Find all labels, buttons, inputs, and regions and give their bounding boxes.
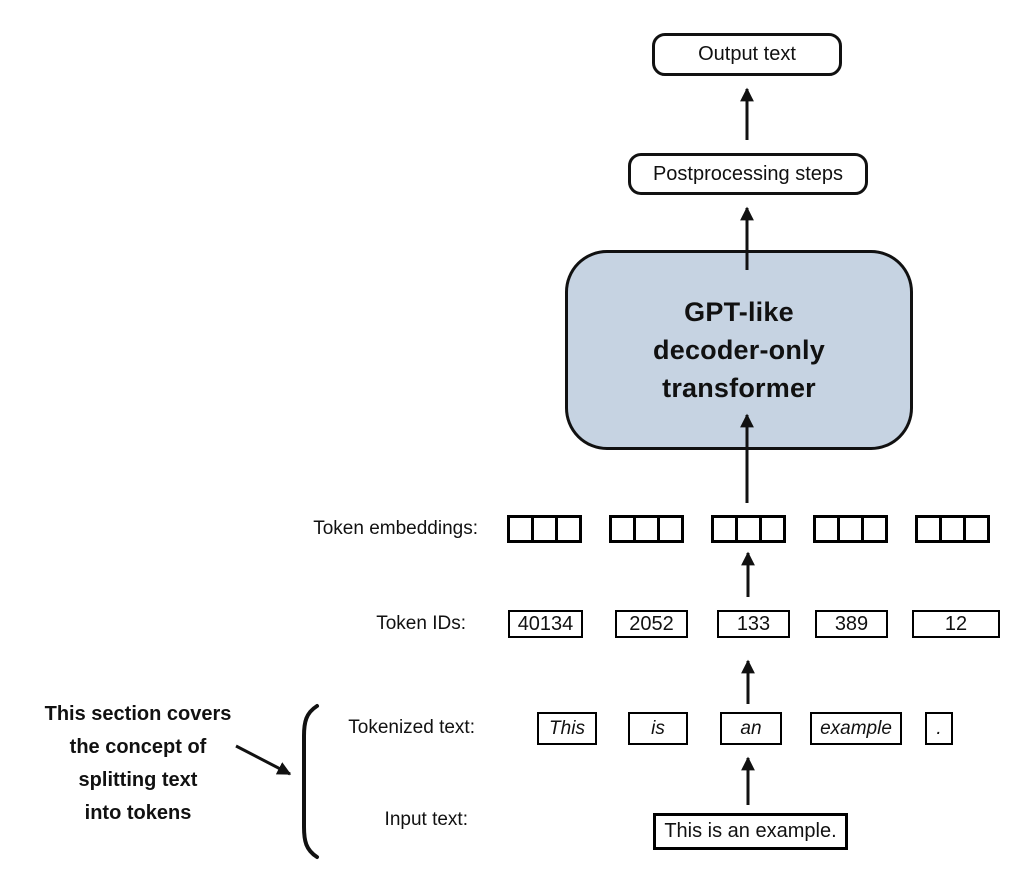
input-text-label: Input text:	[384, 809, 468, 830]
token-box: .	[925, 712, 953, 745]
embedding-square	[963, 515, 990, 543]
token-id-box: 40134	[508, 610, 583, 638]
token-box: an	[720, 712, 782, 745]
annotation-line-3: splitting text	[78, 769, 198, 791]
annotation-line-4: into tokens	[84, 802, 192, 824]
embedding-square	[507, 515, 534, 543]
embedding-group	[609, 515, 684, 543]
embedding-square	[759, 515, 786, 543]
embedding-square	[711, 515, 738, 543]
output-text-box: Output text	[652, 33, 842, 76]
token-id-box: 389	[815, 610, 888, 638]
postprocessing-box: Postprocessing steps	[628, 153, 868, 195]
embedding-square	[915, 515, 942, 543]
embedding-group	[507, 515, 582, 543]
transformer-line-2: decoder-only	[653, 335, 825, 365]
input-text-value: This is an example.	[664, 820, 837, 842]
embedding-group	[813, 515, 888, 543]
embedding-square	[657, 515, 684, 543]
section-annotation: This section covers the concept of split…	[28, 698, 248, 830]
output-text-label: Output text	[698, 43, 796, 65]
embedding-square	[609, 515, 636, 543]
embedding-square	[939, 515, 966, 543]
token-id-box: 12	[912, 610, 1000, 638]
transformer-line-1: GPT-like	[684, 297, 794, 327]
embedding-square	[735, 515, 762, 543]
token-id-box: 2052	[615, 610, 688, 638]
postprocessing-label: Postprocessing steps	[652, 162, 844, 185]
embedding-square	[555, 515, 582, 543]
embedding-square	[861, 515, 888, 543]
annotation-line-1: This section covers	[44, 703, 232, 725]
token-id-box: 133	[717, 610, 790, 638]
token-box: is	[628, 712, 688, 745]
tokenized-text-label: Tokenized text:	[348, 717, 475, 738]
token-box: example	[810, 712, 902, 745]
input-text-box: This is an example.	[653, 813, 848, 850]
token-embeddings-label: Token embeddings:	[313, 518, 478, 539]
annotation-line-2: the concept of	[69, 736, 207, 758]
transformer-line-3: transformer	[662, 373, 816, 403]
token-ids-label: Token IDs:	[376, 613, 466, 634]
embedding-square	[531, 515, 558, 543]
embedding-square	[633, 515, 660, 543]
embedding-group	[915, 515, 990, 543]
annotation-bracket	[302, 704, 319, 859]
embedding-square	[837, 515, 864, 543]
embedding-square	[813, 515, 840, 543]
token-box: This	[537, 712, 597, 745]
transformer-box: GPT-like decoder-only transformer	[565, 250, 913, 450]
embedding-group	[711, 515, 786, 543]
